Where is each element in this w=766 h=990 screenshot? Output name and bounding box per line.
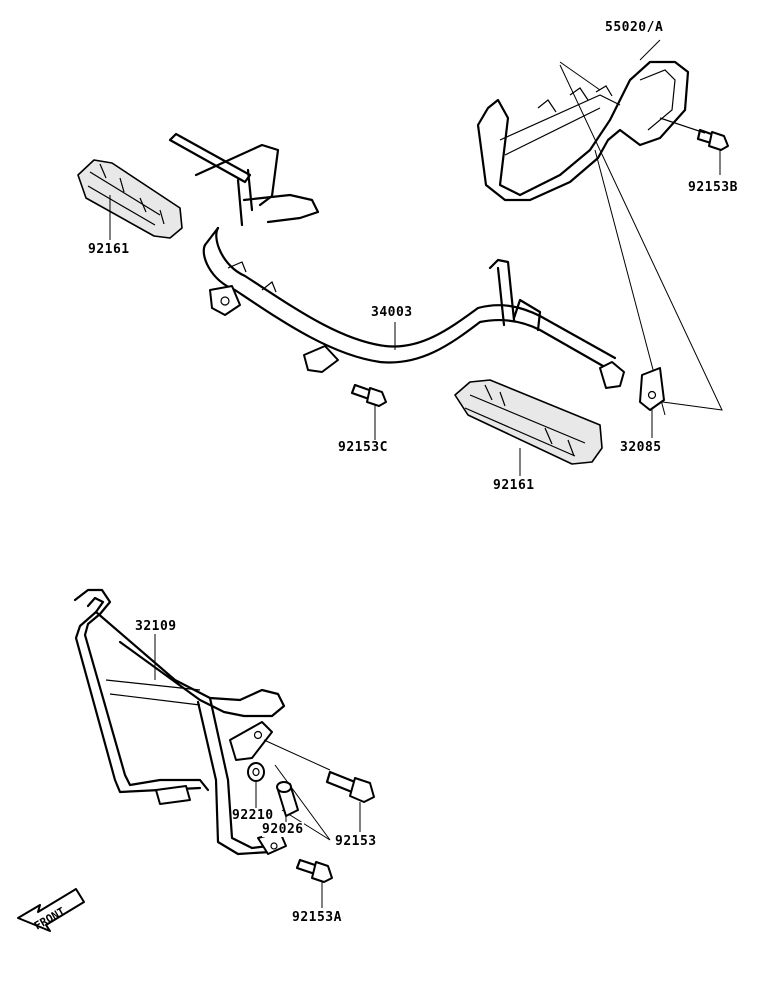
label-92026: 92026: [262, 822, 304, 837]
footpeg-left-92161: [77, 159, 183, 239]
label-55020-a: 55020/A: [605, 20, 664, 35]
label-32109: 32109: [135, 619, 177, 634]
bolt-92153: [325, 770, 375, 803]
main-frame-34003: [168, 132, 625, 389]
bracket-32085: [639, 367, 665, 411]
label-92161-left: 92161: [88, 242, 130, 257]
bolt-92153b: [659, 117, 729, 151]
label-92161-right: 92161: [493, 478, 535, 493]
front-bumper-32109: [73, 588, 331, 856]
rear-bumper-55020: [476, 60, 690, 202]
leader-lines: [109, 39, 721, 908]
label-92153c: 92153C: [338, 440, 388, 455]
washer-92210: [247, 762, 265, 782]
label-32085: 32085: [620, 440, 662, 455]
bolt-92153c: [350, 383, 387, 407]
rear-bumper-guide-lines: [559, 64, 723, 416]
label-92153: 92153: [335, 834, 377, 849]
label-34003: 34003: [371, 305, 413, 320]
front-arrow-icon: FRONT: [17, 888, 85, 933]
label-92153a: 92153A: [292, 910, 342, 925]
collar-92026: [276, 781, 299, 817]
label-92210: 92210: [232, 808, 274, 823]
label-92153b: 92153B: [688, 180, 738, 195]
bolt-92153a: [295, 858, 333, 883]
footpeg-right-92161: [454, 379, 603, 465]
